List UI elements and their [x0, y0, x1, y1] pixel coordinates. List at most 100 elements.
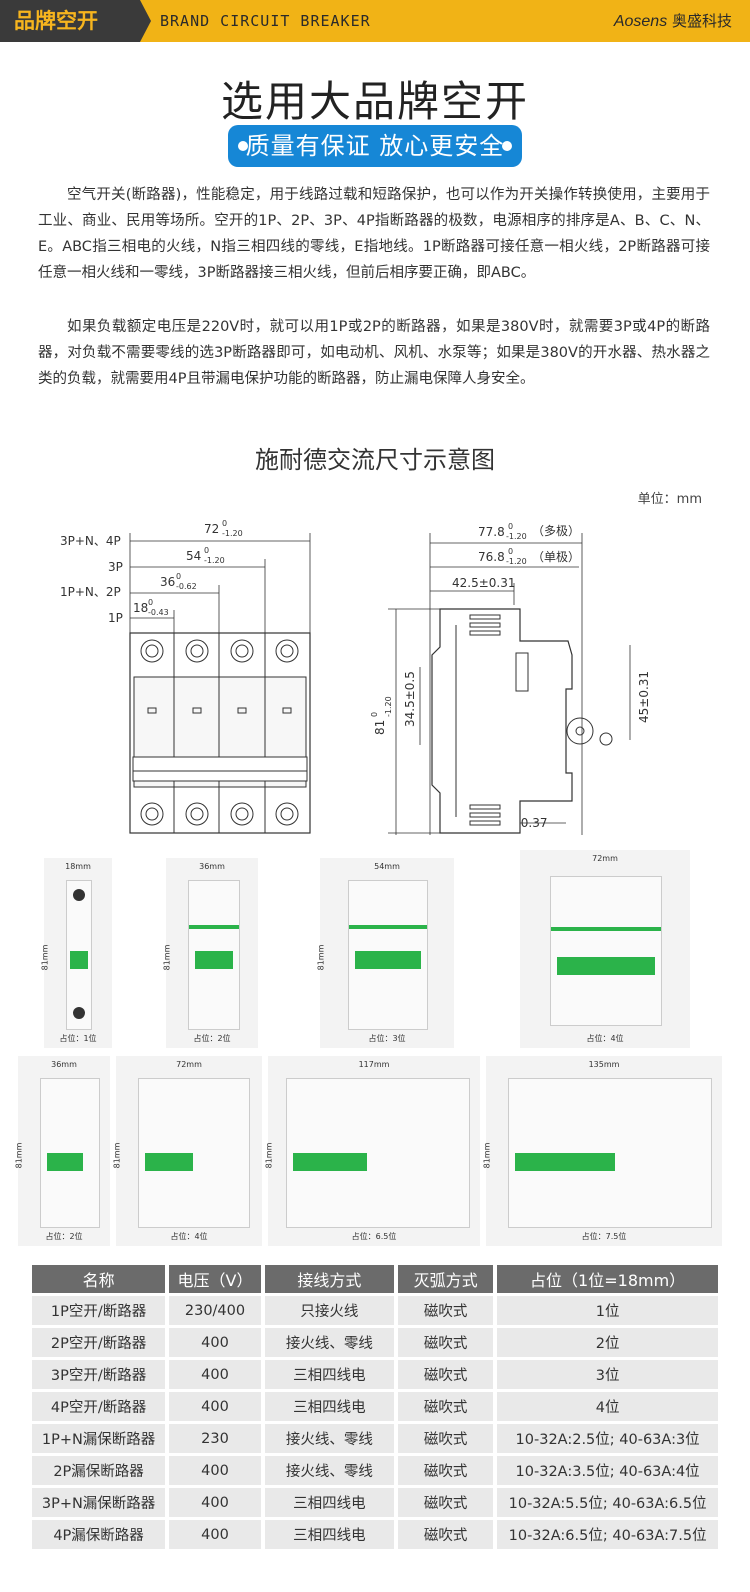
col-header-occupy: 占位（1位=18mm）: [497, 1265, 718, 1293]
cell-wiring: 接火线、零线: [264, 1424, 394, 1453]
photo-width-label: 54mm: [374, 862, 400, 871]
green-switch: [47, 1153, 83, 1171]
breaker-photo-3p: 54mm 81mm 占位：3位: [316, 858, 454, 1048]
dimension-drawing: 3P+N、4P 3P 1P+N、2P 1P 72 0 -1.20 54 0 -1…: [60, 519, 651, 835]
photo-width-label: 18mm: [65, 862, 91, 871]
dim-72-upper: 0: [222, 519, 227, 528]
dim-425: 42.5±0.31: [452, 576, 516, 590]
cell-voltage: 400: [169, 1456, 261, 1485]
breaker-body: [138, 1078, 250, 1228]
photo-width-label: 72mm: [176, 1060, 202, 1069]
cell-voltage: 400: [169, 1328, 261, 1357]
green-band: [189, 925, 239, 929]
intro-paragraph-2: 如果负载额定电压是220V时，就可以用1P或2P的断路器，如果是380V时，就需…: [38, 319, 710, 387]
dim-54-upper: 0: [204, 546, 209, 555]
row-label-3p: 3P: [108, 560, 123, 574]
terminal-screw: [73, 1007, 85, 1019]
cell-wiring: 接火线、零线: [264, 1456, 394, 1485]
breaker-body: [286, 1078, 470, 1228]
dim-768: 76.8: [478, 550, 505, 564]
dim-345: 34.5±0.5: [403, 671, 417, 727]
green-band: [551, 927, 661, 931]
header-tag: 品牌空开: [0, 0, 140, 42]
cell-name: 4P空开/断路器: [32, 1392, 166, 1421]
photo-width-label: 72mm: [592, 854, 618, 863]
cell-voltage: 230: [169, 1424, 261, 1453]
subtitle-text: 质量有保证 放心更安全: [245, 132, 505, 160]
terminal-screw: [73, 889, 85, 901]
photo-height-label: 81mm: [316, 944, 326, 971]
breaker-photo-2p-rcbo: 72mm 81mm 占位：4位: [112, 1056, 262, 1246]
dim-72-lower: -1.20: [222, 529, 243, 538]
cell-arc: 磁吹式: [397, 1328, 494, 1357]
cell-occupy: 10-32A:2.5位; 40-63A:3位: [497, 1424, 718, 1453]
breaker-body: [188, 880, 240, 1030]
cell-arc: 磁吹式: [397, 1296, 494, 1325]
breaker-body: [348, 880, 428, 1030]
col-header-wiring: 接线方式: [264, 1265, 394, 1293]
breaker-photo-1p: 18mm 81mm 占位：1位: [40, 858, 112, 1048]
cell-occupy: 10-32A:5.5位; 40-63A:6.5位: [497, 1488, 718, 1517]
cell-occupy: 1位: [497, 1296, 718, 1325]
photo-height-label: 81mm: [162, 944, 172, 971]
breaker-body: [40, 1078, 100, 1228]
breaker-photo-1pn-rcbo: 36mm 81mm 占位：2位: [14, 1056, 110, 1246]
brand-name-en: Aosens: [613, 13, 668, 30]
dim-36-lower: -0.62: [176, 582, 197, 591]
dim-36-upper: 0: [176, 572, 181, 581]
pill-dot-right: [502, 141, 512, 151]
dim-81-upper: 0: [370, 712, 379, 717]
photo-width-label: 36mm: [51, 1060, 77, 1069]
photo-width-label: 117mm: [358, 1060, 390, 1069]
dim-54-lower: -1.20: [204, 556, 225, 565]
cell-arc: 磁吹式: [397, 1520, 494, 1549]
cell-voltage: 230/400: [169, 1296, 261, 1325]
cell-wiring: 只接火线: [264, 1296, 394, 1325]
cell-occupy: 3位: [497, 1360, 718, 1389]
row-label-4p: 3P+N、4P: [60, 534, 121, 548]
cell-name: 1P空开/断路器: [32, 1296, 166, 1325]
cell-arc: 磁吹式: [397, 1360, 494, 1389]
photo-height-label: 81mm: [482, 1142, 492, 1169]
cell-arc: 磁吹式: [397, 1456, 494, 1485]
dim-18-upper: 0: [148, 598, 153, 607]
cell-occupy: 2位: [497, 1328, 718, 1357]
dim-778: 77.8: [478, 525, 505, 539]
cell-voltage: 400: [169, 1520, 261, 1549]
green-switch: [355, 951, 421, 969]
green-switch: [70, 951, 88, 969]
photo-occupy-label: 占位：2位: [45, 1232, 83, 1241]
cell-name: 1P+N漏保断路器: [32, 1424, 166, 1453]
row-label-1p: 1P: [108, 611, 123, 625]
intro-paragraph-1: 空气开关(断路器)，性能稳定，用于线路过载和短路保护，也可以作为开关操作转换使用…: [38, 187, 710, 281]
cell-arc: 磁吹式: [397, 1424, 494, 1453]
table-header-row: 名称 电压（V） 接线方式 灭弧方式 占位（1位=18mm）: [32, 1265, 718, 1293]
pill-dot-left: [238, 141, 248, 151]
green-switch: [145, 1153, 193, 1171]
cell-name: 4P漏保断路器: [32, 1520, 166, 1549]
photo-height-label: 81mm: [112, 1142, 122, 1169]
dim-81-lower: -1.20: [384, 696, 393, 717]
photo-width-label: 36mm: [199, 862, 225, 871]
photo-occupy-label: 占位：6.5位: [351, 1232, 397, 1241]
brand-name-cn: 奥盛科技: [671, 12, 732, 30]
dim-36: 36: [160, 575, 175, 589]
photo-height-label: 81mm: [264, 1142, 274, 1169]
cell-wiring: 三相四线电: [264, 1360, 394, 1389]
col-header-name: 名称: [32, 1265, 166, 1293]
dim-72: 72: [204, 522, 219, 536]
dim-45: 45±0.31: [637, 671, 651, 723]
diagram-unit: 单位：mm: [637, 492, 702, 507]
header-brand: Aosens 奥盛科技: [614, 0, 732, 43]
dim-768-note: （单极）: [532, 550, 580, 564]
breaker-body: [508, 1078, 712, 1228]
photo-occupy-label: 占位：7.5位: [581, 1232, 627, 1241]
dim-768-upper: 0: [508, 547, 513, 556]
green-switch: [557, 957, 655, 975]
breaker-photo-3pn-rcbo: 117mm 81mm 占位：6.5位: [264, 1056, 480, 1246]
